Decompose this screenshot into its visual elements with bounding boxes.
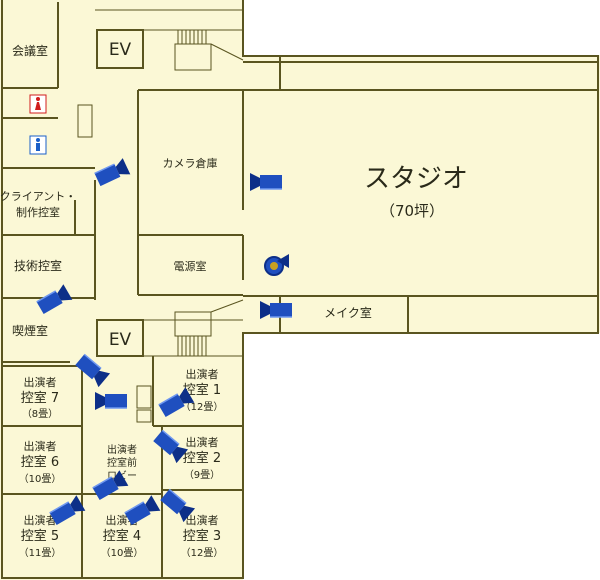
floor-studio-block xyxy=(243,55,600,333)
room-label-green5-c: （11畳） xyxy=(19,547,62,559)
room-label-studio-size: （70坪） xyxy=(380,202,444,220)
room-label-green1-b: 控室 1 xyxy=(183,382,221,398)
room-label-studio: スタジオ xyxy=(364,164,468,194)
female-restroom-icon xyxy=(29,94,47,114)
room-label-lobby-1: 出演者 xyxy=(107,443,137,456)
stairs-top xyxy=(174,30,244,71)
room-label-power: 電源室 xyxy=(174,259,207,273)
room-label-green2-c: （9畳） xyxy=(184,469,220,481)
room-label-client-2: 制作控室 xyxy=(16,205,60,219)
room-label-green6-b: 控室 6 xyxy=(21,454,59,470)
room-label-smoking: 喫煙室 xyxy=(12,323,48,338)
room-label-green3-b: 控室 3 xyxy=(183,528,221,544)
room-label-green2-b: 控室 2 xyxy=(183,450,221,466)
room-label-tech: 技術控室 xyxy=(14,258,62,273)
room-label-green4-c: （10畳） xyxy=(101,547,144,559)
dome-camera-icon xyxy=(264,254,289,276)
room-label-green3-c: （12畳） xyxy=(181,547,224,559)
security-camera-icon xyxy=(249,172,283,192)
room-label-green6-a: 出演者 xyxy=(24,439,57,453)
room-label-green1-a: 出演者 xyxy=(186,367,219,381)
male-restroom-icon xyxy=(29,135,47,155)
room-label-ev-mid: EV xyxy=(109,330,132,350)
room-label-meeting: 会議室 xyxy=(12,43,48,58)
room-label-green5-a: 出演者 xyxy=(24,513,57,527)
room-label-green2-a: 出演者 xyxy=(186,435,219,449)
room-label-green5-b: 控室 5 xyxy=(21,528,59,544)
room-label-green7-b: 控室 7 xyxy=(21,390,59,406)
room-label-green6-c: （10畳） xyxy=(19,473,62,485)
room-label-lobby-2: 控室前 xyxy=(107,456,137,469)
room-label-client-1: クライアント・ xyxy=(0,190,76,203)
room-label-green1-c: （12畳） xyxy=(181,401,224,413)
room-label-green7-a: 出演者 xyxy=(24,375,57,389)
room-label-green7-c: （8畳） xyxy=(22,408,58,420)
room-label-camera-storage: カメラ倉庫 xyxy=(163,156,218,170)
room-label-ev-top: EV xyxy=(109,40,132,60)
room-label-green4-b: 控室 4 xyxy=(103,528,141,544)
security-camera-icon xyxy=(94,391,128,411)
room-label-makeup: メイク室 xyxy=(324,305,372,320)
room-label-green3-a: 出演者 xyxy=(186,513,219,527)
stairs-mid xyxy=(174,299,244,356)
security-camera-icon xyxy=(259,300,293,320)
